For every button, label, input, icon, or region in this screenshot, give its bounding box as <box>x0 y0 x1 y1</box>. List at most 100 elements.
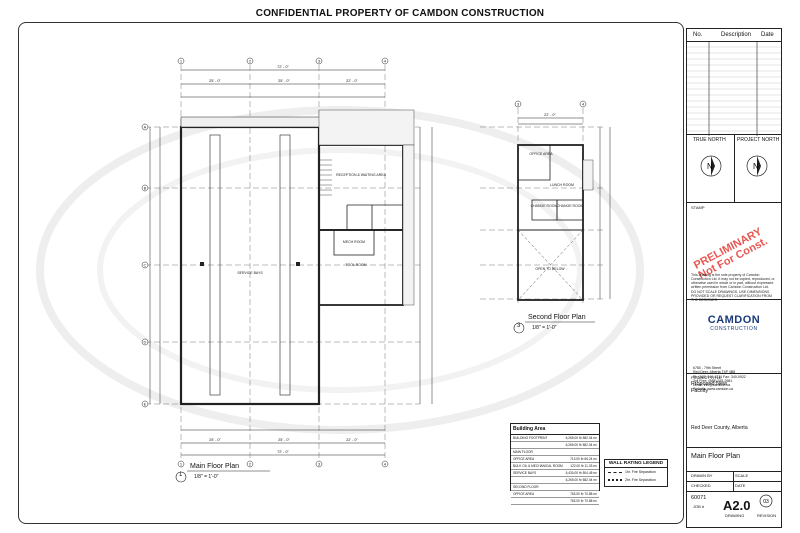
area-row: SECOND FLOOR <box>511 484 599 491</box>
project-title-line-2: Facility <box>691 388 709 394</box>
room-office: OFFICE AREA <box>529 152 553 156</box>
grid-bubble-D: D <box>141 338 149 346</box>
area-row-value: 6,265.00 ft² 582.04 m² <box>565 443 597 447</box>
plan-number-bubble-second <box>513 322 525 334</box>
room-change-2: CHANGE ROOM <box>557 204 584 208</box>
area-row-value: 5,430.00 ft² 504.45 m² <box>565 471 597 475</box>
dim-2: 25' - 0" <box>278 79 290 83</box>
address-line: 6780 - 79th Street <box>693 366 722 370</box>
date-label: DATE <box>735 483 746 488</box>
area-row-label: SERVICE BAYS <box>513 471 537 475</box>
grid-bubble-4-second: 4 <box>579 100 587 108</box>
wall-rating-legend: WALL RATING LEGEND 1hr. Fire Separation … <box>604 459 668 487</box>
company-logo: CAMDON CONSTRUCTION <box>697 314 771 332</box>
svg-text:4: 4 <box>582 102 585 107</box>
drawing-title: Main Floor Plan <box>691 453 741 460</box>
area-row-value: 122.00 ft² 11.33 m² <box>570 464 597 468</box>
stamp-label: STAMP <box>691 205 705 210</box>
svg-text:B: B <box>144 186 147 191</box>
room-mech: MECH ROOM <box>343 240 365 244</box>
svg-text:3: 3 <box>517 102 520 107</box>
area-row: 763.00 ft² 70.88 m² <box>511 498 599 505</box>
svg-text:2: 2 <box>249 462 252 467</box>
true-north-icon: N <box>700 155 722 177</box>
main-plan-number: 1 <box>179 472 183 478</box>
main-floor-plan <box>145 65 433 460</box>
title-block: No. Description Date TRUE NORTH PROJECT … <box>686 28 782 528</box>
second-plan-number: 3 <box>517 323 521 329</box>
svg-text:3: 3 <box>318 462 321 467</box>
room-service: SERVICE BAYS <box>237 271 263 275</box>
grid-bubble-3b: 3 <box>315 460 323 468</box>
grid-bubble-E: E <box>141 400 149 408</box>
main-plan-title: Main Floor Plan <box>190 463 240 470</box>
svg-text:D: D <box>144 340 147 345</box>
room-reception: RECEPTION & WAITING AREA <box>336 173 387 177</box>
svg-text:1: 1 <box>180 462 183 467</box>
header-title: CONFIDENTIAL PROPERTY OF CAMDON CONSTRUC… <box>255 8 545 19</box>
area-row: SERVICE BAYS 5,430.00 ft² 504.45 m² <box>511 470 599 477</box>
true-north-letter: N <box>707 162 713 171</box>
plan-number-bubble-main <box>175 471 187 483</box>
project-north-label: PROJECT NORTH <box>737 137 780 143</box>
grid-bubble-1: 1 <box>177 57 185 65</box>
dim-bottom-3: 22' - 0" <box>346 438 358 442</box>
second-floor-plan <box>480 108 611 305</box>
building-area-title: Building Area <box>511 424 599 435</box>
area-row-label: BULK OIL & MECHANICAL ROOM <box>513 464 563 468</box>
svg-text:1: 1 <box>180 59 183 64</box>
grid-bubble-2b: 2 <box>246 460 254 468</box>
svg-text:3: 3 <box>318 59 321 64</box>
area-row: OFFICE AREA 763.00 ft² 70.88 m² <box>511 491 599 498</box>
grid-bubble-C: C <box>141 261 149 269</box>
svg-text:E: E <box>144 402 147 407</box>
dim-bottom-overall: 72' - 0" <box>277 450 289 454</box>
area-row-label: OFFICE AREA <box>513 457 535 461</box>
area-row-value: 713.00 ft² 66.24 m² <box>570 457 597 461</box>
project-location: Red Deer County, Alberta <box>691 425 748 431</box>
area-row: 6,265.00 ft² 582.04 m² <box>511 477 599 484</box>
area-row-value: 763.00 ft² 70.88 m² <box>570 499 597 503</box>
sheet-number: A2.0 <box>723 498 751 513</box>
dim-3: 22' - 0" <box>346 79 358 83</box>
revision-number: 03 <box>763 499 769 505</box>
svg-text:2: 2 <box>249 59 252 64</box>
revision-label: REVISION <box>757 513 777 518</box>
project-north-icon: N <box>746 155 768 177</box>
grid-bubble-2: 2 <box>246 57 254 65</box>
svg-text:4: 4 <box>384 462 387 467</box>
svg-text:A: A <box>144 125 147 130</box>
area-row-value: 6,265.00 ft² 582.04 m² <box>565 436 597 440</box>
grid-bubble-4b: 4 <box>381 460 389 468</box>
job-number: 60071 <box>691 495 707 501</box>
second-plan-title: Second Floor Plan <box>528 314 586 321</box>
dim-overall: 72' - 0" <box>277 65 289 69</box>
address-line: Ph (403) 340-1231 Fax: 340-0922 <box>693 374 746 379</box>
project-title-label: PROJECT TITLE <box>691 375 722 380</box>
address-line: Red Deer, Alberta T4P 4B8 <box>693 370 736 375</box>
dim-second-width: 22' - 0" <box>544 113 556 117</box>
drawing-sheet-border <box>18 22 684 524</box>
scale-note: DO NOT SCALE DRAWINGS. USE DIMENSIONS PR… <box>691 290 772 302</box>
area-row-value: 763.00 ft² 70.88 m² <box>570 492 597 496</box>
project-title-line-1: Proposed New <box>691 381 728 387</box>
grid-bubble-1b: 1 <box>177 460 185 468</box>
main-plan-scale: 1/8" = 1'-0" <box>194 474 219 480</box>
rev-col-no: No. <box>693 32 703 38</box>
second-plan-scale: 1/8" = 1'-0" <box>532 325 557 331</box>
dim-bottom-2: 25' - 0" <box>278 438 290 442</box>
drawing-label: DRAWING <box>725 513 745 518</box>
area-row: OFFICE AREA 713.00 ft² 66.24 m² <box>511 456 599 463</box>
room-lunch: LUNCH ROOM <box>550 183 574 187</box>
grid-bubble-3-second: 3 <box>514 100 522 108</box>
area-row-label: OFFICE AREA <box>513 492 535 496</box>
room-open: OPEN TO BELOW <box>535 267 565 271</box>
area-row-label: MAIN FLOOR <box>513 450 533 454</box>
address-line: Toll Free: (888) 918-2681 <box>693 378 733 383</box>
area-row: 6,265.00 ft² 582.04 m² <box>511 442 599 449</box>
checked-label: CHECKED <box>691 483 711 488</box>
